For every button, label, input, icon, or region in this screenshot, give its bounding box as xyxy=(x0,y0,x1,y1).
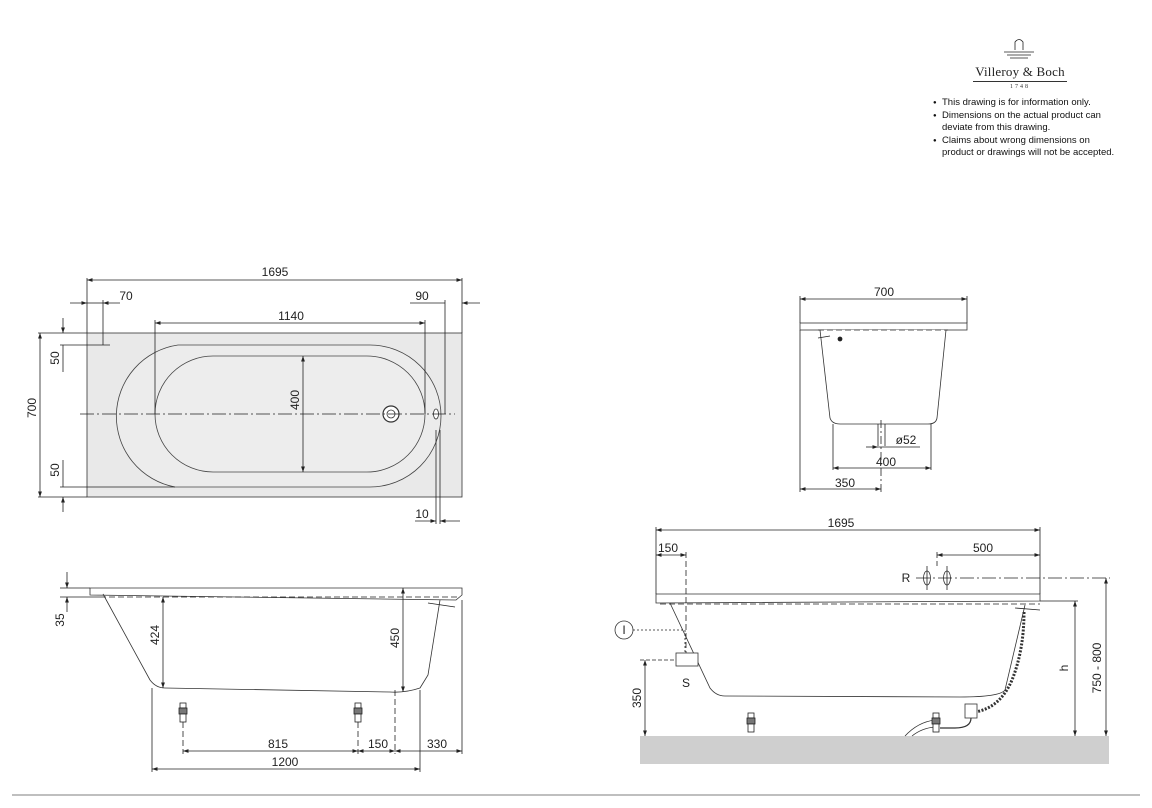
dim-424: 424 xyxy=(148,625,162,645)
dim-330: 330 xyxy=(427,737,447,751)
side-view-right-dimensions: 1695 150 500 R S I h 750 - 800 350 xyxy=(622,516,1104,708)
dim-700-top: 700 xyxy=(25,398,39,418)
dim-50-lower: 50 xyxy=(48,463,62,477)
dim-35: 35 xyxy=(53,613,67,627)
waste-pipe xyxy=(940,717,972,729)
brand-year: 1748 xyxy=(1010,84,1030,90)
dim-70: 70 xyxy=(119,289,133,303)
note-1: This drawing is for information only. xyxy=(933,97,1123,110)
tub-rim-right xyxy=(655,593,1041,604)
tub-body-side-right xyxy=(669,602,1026,698)
dim-815: 815 xyxy=(268,737,288,751)
drain-trap xyxy=(964,703,978,719)
label-h: h xyxy=(1057,665,1071,672)
end-rim xyxy=(799,322,968,331)
top-view xyxy=(38,278,480,524)
end-overflow-dot xyxy=(837,336,843,342)
dim-1200: 1200 xyxy=(272,755,299,769)
end-tub-body xyxy=(819,329,947,425)
note-2: Dimensions on the actual product can dev… xyxy=(933,110,1123,135)
dim-350-end: 350 xyxy=(835,476,855,490)
siphon-box xyxy=(675,652,699,667)
dim-350-right: 350 xyxy=(630,688,644,708)
foot-right xyxy=(353,702,363,723)
dim-150-left: 150 xyxy=(368,737,388,751)
end-view xyxy=(799,296,968,492)
brand-name: Villeroy & Boch xyxy=(973,64,1067,82)
side-view-left-dimensions: 35 424 450 815 150 330 1200 xyxy=(53,613,447,769)
note-3: Claims about wrong dimensions on product… xyxy=(933,135,1123,160)
dim-750-800: 750 - 800 xyxy=(1090,642,1104,693)
foot-left xyxy=(178,702,188,723)
top-view-dimensions: 1695 70 1140 90 700 400 50 50 10 xyxy=(25,265,429,521)
tub-rim-left xyxy=(89,587,463,601)
dim-diameter-52: ø52 xyxy=(896,433,917,447)
foot-right-view-2 xyxy=(931,712,941,733)
side-view-right xyxy=(614,527,1110,764)
dim-1140: 1140 xyxy=(278,309,304,323)
side-view-left xyxy=(60,572,463,772)
label-R: R xyxy=(902,571,911,585)
fountain-arch-icon xyxy=(1004,39,1034,59)
dim-90: 90 xyxy=(415,289,429,303)
dim-700-end: 700 xyxy=(874,285,894,299)
dim-400-end: 400 xyxy=(876,455,896,469)
overflow-hose xyxy=(974,611,1026,714)
end-view-dimensions: 700 ø52 400 350 xyxy=(835,285,917,490)
foot-right-view-1 xyxy=(746,712,756,733)
brand-logo: Villeroy & Boch 1748 xyxy=(960,35,1080,90)
dim-1695-right: 1695 xyxy=(828,516,855,530)
dim-1695-top: 1695 xyxy=(262,265,289,279)
label-S: S xyxy=(682,676,690,690)
dim-50-upper: 50 xyxy=(48,351,62,365)
tub-body-side-left xyxy=(102,593,441,693)
floor xyxy=(640,736,1109,764)
dim-10: 10 xyxy=(415,507,429,521)
disclaimer-notes: This drawing is for information only. Di… xyxy=(933,97,1123,160)
dim-450: 450 xyxy=(388,628,402,648)
dim-400: 400 xyxy=(288,390,302,410)
dim-500: 500 xyxy=(973,541,993,555)
dim-150-right: 150 xyxy=(658,541,678,555)
label-callout-I: I xyxy=(622,623,625,637)
